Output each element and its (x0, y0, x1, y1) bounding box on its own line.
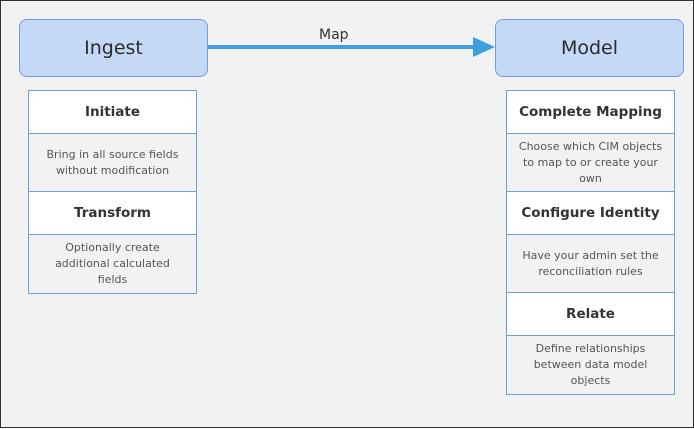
step-title: Configure Identity (507, 192, 674, 235)
ingest-steps: Initiate Bring in all source fields with… (28, 90, 197, 294)
step-title: Complete Mapping (507, 91, 674, 134)
model-steps: Complete Mapping Choose which CIM object… (506, 90, 675, 395)
step-description: Optionally create additional calculated … (55, 241, 170, 286)
step-title: Initiate (29, 91, 196, 134)
step-description: Choose which CIM objects to map to or cr… (507, 134, 674, 192)
step-description: Define relationships between data model … (533, 342, 648, 387)
map-arrow-label: Map (319, 27, 349, 43)
step-transform: Transform Optionally create additional c… (29, 192, 196, 293)
step-description: Have your admin set the reconciliation r… (507, 235, 674, 293)
ingest-header: Ingest (19, 19, 208, 77)
step-initiate: Initiate Bring in all source fields with… (29, 91, 196, 192)
step-title: Relate (507, 293, 674, 336)
step-description: Bring in all source fields without modif… (29, 134, 196, 192)
step-configure-identity: Configure Identity Have your admin set t… (507, 192, 674, 293)
model-header: Model (495, 19, 684, 77)
step-complete-mapping: Complete Mapping Choose which CIM object… (507, 91, 674, 192)
step-relate: Relate Define relationships between data… (507, 293, 674, 394)
step-title: Transform (29, 192, 196, 235)
